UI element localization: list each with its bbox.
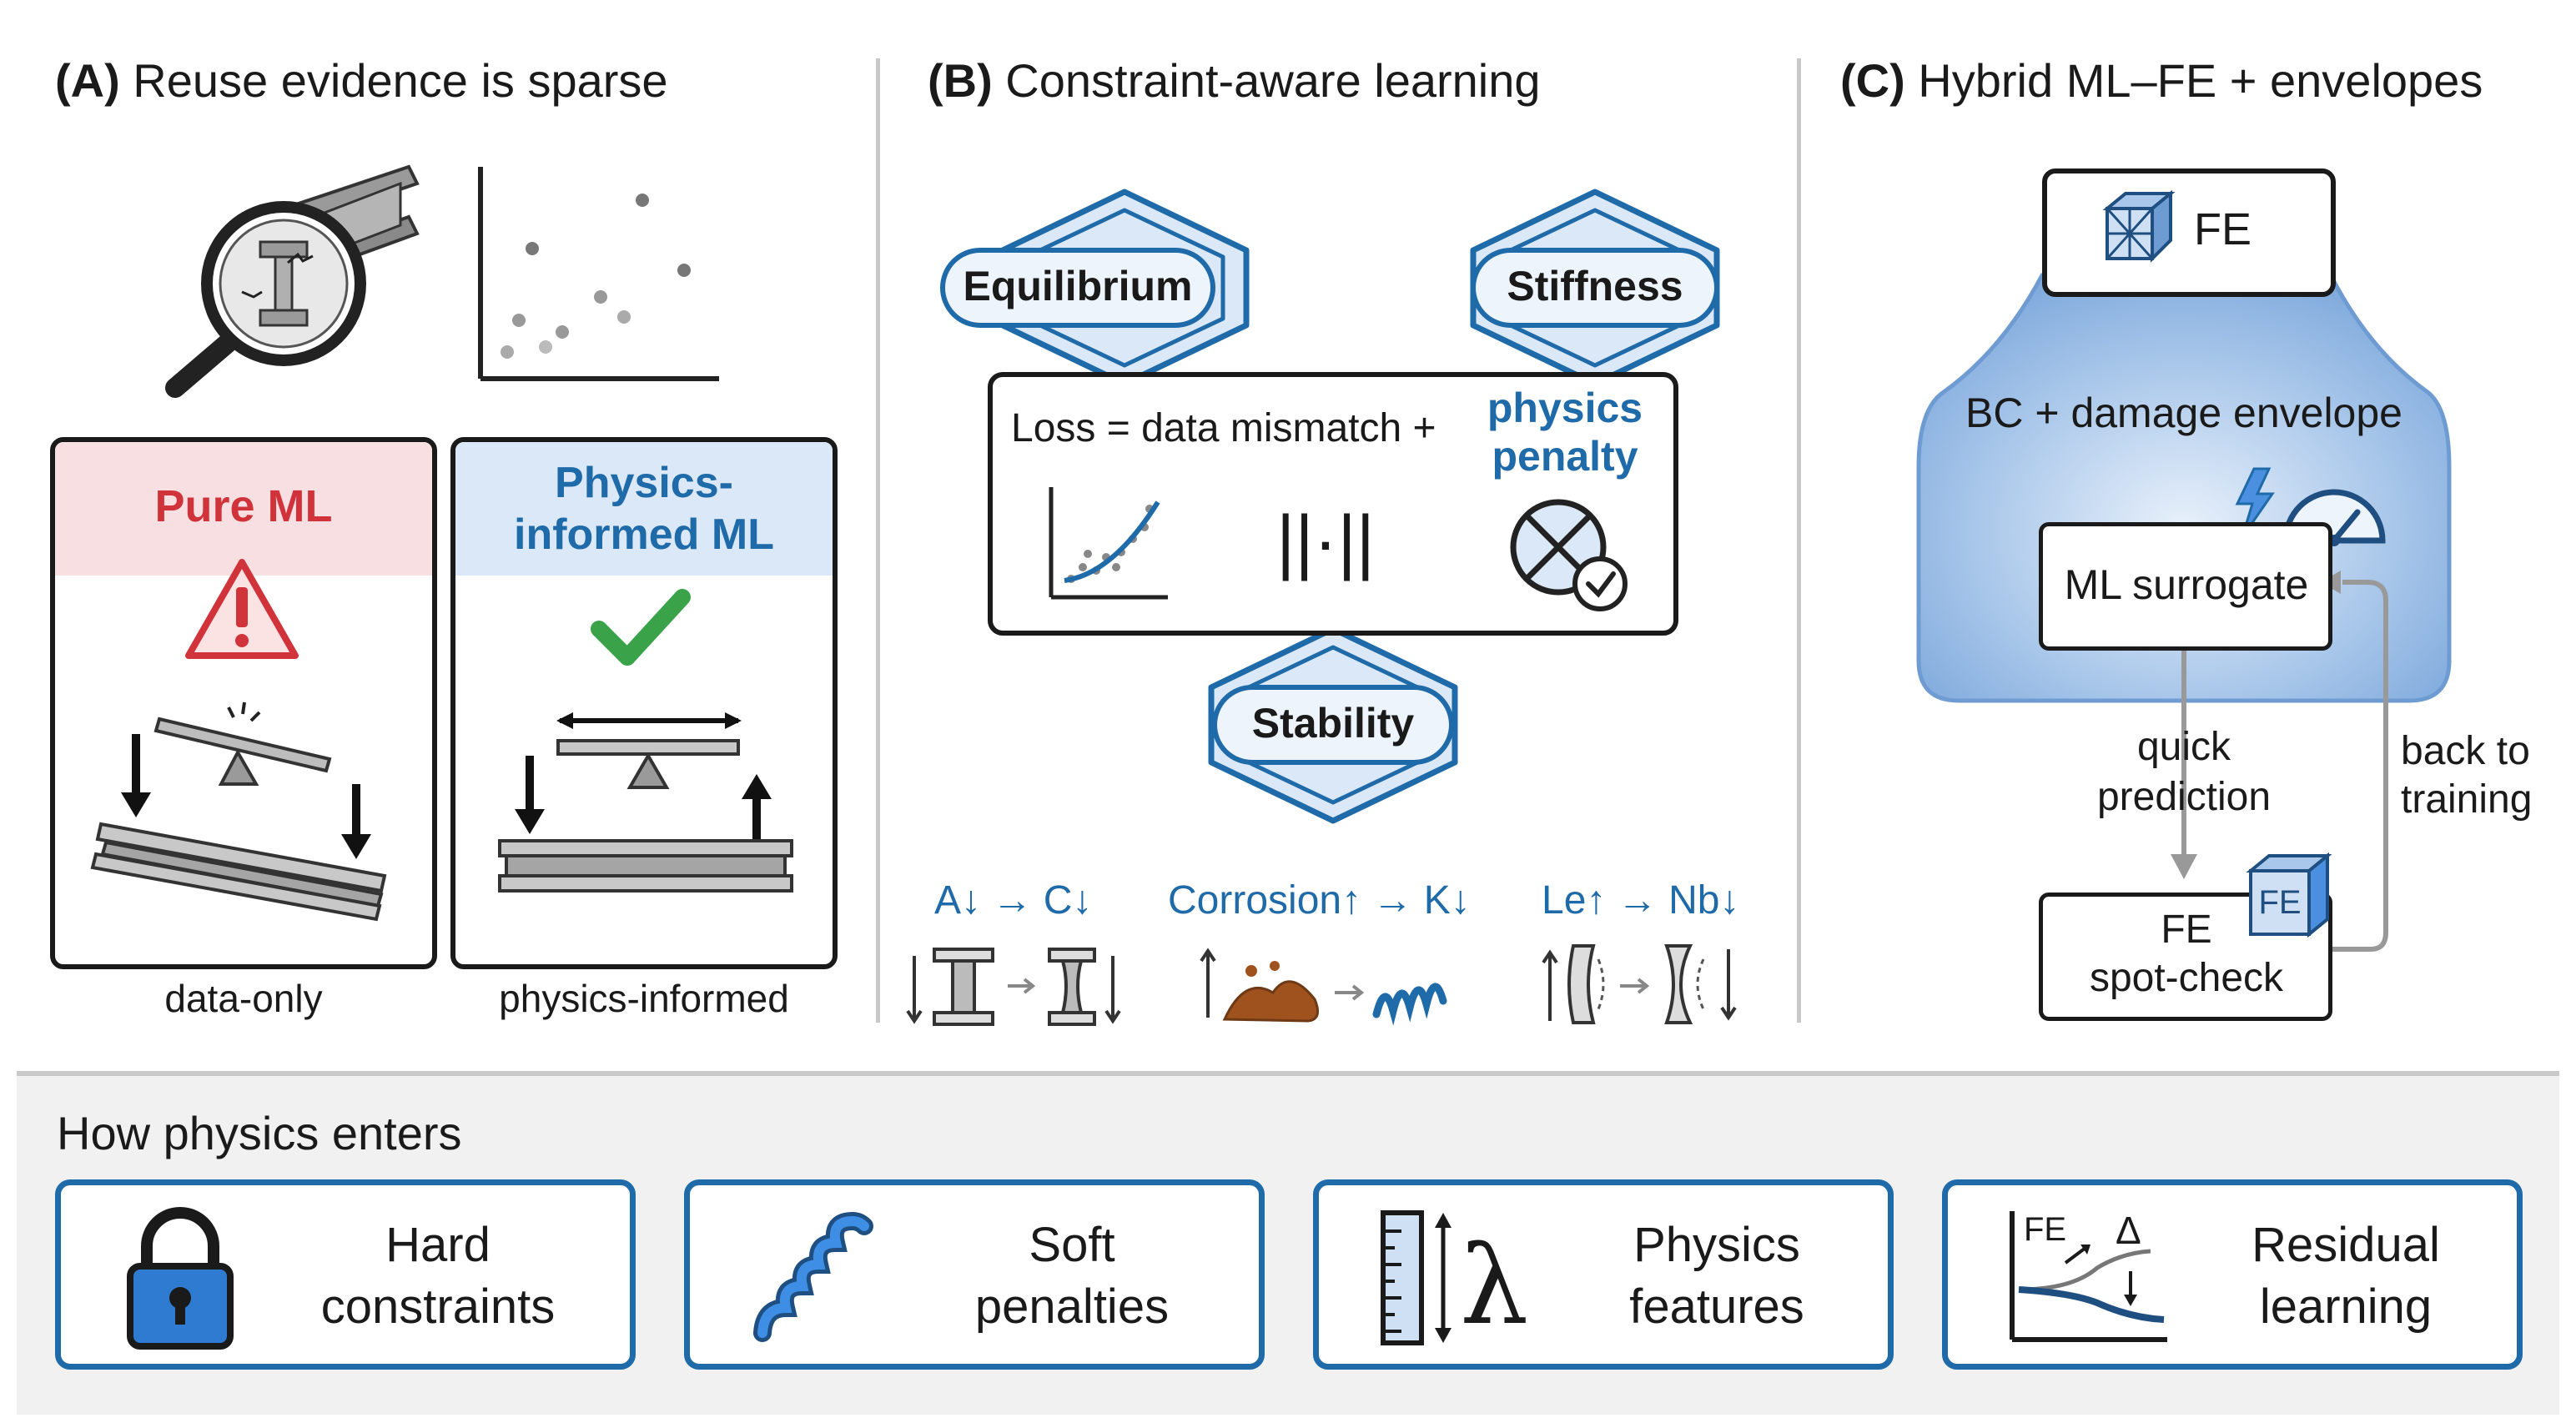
soft-penalties-label: Soft penalties bbox=[974, 1218, 1170, 1334]
physics-ml-caption: physics-informed bbox=[499, 977, 789, 1020]
no-violation-icon bbox=[1510, 499, 1628, 611]
lock-icon bbox=[127, 1207, 234, 1350]
soft-penalties-box bbox=[684, 1179, 1265, 1370]
fe-top-label: FE bbox=[2194, 204, 2252, 254]
divider-ab bbox=[876, 58, 880, 1023]
physics-penalty-label: physics penalty bbox=[1487, 385, 1643, 480]
rule-area: A↓ → C↓ bbox=[934, 878, 1093, 923]
stability-badge: Stability bbox=[1251, 700, 1415, 747]
residual-learning-label: Residual learning bbox=[2251, 1218, 2440, 1334]
residual-fe-label: FE bbox=[2024, 1211, 2067, 1248]
hard-constraints-label: Hard constraints bbox=[320, 1218, 556, 1334]
panel-a-title: (A) Reuse evidence is sparse bbox=[55, 54, 668, 107]
residual-curve-icon bbox=[2010, 1211, 2167, 1342]
unbalanced-beam-icon bbox=[90, 701, 387, 922]
physics-features-label: Physics features bbox=[1629, 1218, 1804, 1334]
panel-b-title: (B) Constraint-aware learning bbox=[928, 54, 1541, 107]
warning-icon bbox=[185, 559, 299, 659]
balanced-beam-icon bbox=[498, 712, 793, 893]
checkmark-icon bbox=[591, 589, 691, 666]
ml-surrogate-box bbox=[2039, 522, 2332, 651]
quick-prediction-label: quick prediction bbox=[2096, 725, 2272, 819]
panel-c-title: (C) Hybrid ML–FE + envelopes bbox=[1840, 54, 2483, 107]
pure-ml-header bbox=[55, 442, 432, 576]
ruler-lambda-icon: λ bbox=[1381, 1210, 1528, 1349]
envelope-label: BC + damage envelope bbox=[1965, 390, 2402, 436]
svg-text:λ: λ bbox=[1460, 1222, 1528, 1349]
equilibrium-badge: Equilibrium bbox=[963, 263, 1193, 309]
data-fit-icon bbox=[1049, 487, 1168, 600]
physics-ml-header bbox=[455, 442, 833, 576]
norm-symbol: ||·|| bbox=[1276, 501, 1375, 581]
ml-surrogate-label: ML surrogate bbox=[2064, 561, 2309, 608]
physics-ml-title: Physics- informed ML bbox=[514, 459, 774, 559]
bottom-title: How physics enters bbox=[57, 1107, 462, 1159]
section-shrink-icon bbox=[906, 948, 1121, 1026]
stiffness-badge: Stiffness bbox=[1507, 263, 1683, 309]
rule-corrosion: Corrosion↑ → K↓ bbox=[1168, 878, 1471, 923]
residual-delta-label: Δ bbox=[2116, 1209, 2141, 1252]
rule-length: Le↑ → Nb↓ bbox=[1542, 878, 1740, 923]
fe-mesh-cube-icon bbox=[2102, 189, 2176, 263]
magnifier-beam-icon bbox=[165, 164, 420, 398]
buckling-icon bbox=[1542, 944, 1737, 1024]
back-to-training-label: back to training bbox=[2401, 729, 2533, 822]
fe-cube-label: FE bbox=[2258, 884, 2302, 921]
pure-ml-card: Pure ML bbox=[50, 437, 437, 969]
fe-spot-check-label: FE spot-check bbox=[2089, 908, 2284, 1000]
fe-top-box bbox=[2042, 168, 2336, 297]
divider-bc bbox=[1797, 58, 1801, 1023]
sparse-scatter-icon bbox=[478, 167, 719, 381]
corrosion-spring-icon bbox=[1200, 948, 1447, 1026]
loss-equation: Loss = data mismatch + bbox=[1011, 406, 1447, 450]
pure-ml-caption: data-only bbox=[164, 977, 323, 1020]
fe-cube-icon bbox=[2246, 852, 2332, 938]
spring-icon bbox=[753, 1211, 873, 1342]
pure-ml-title: Pure ML bbox=[154, 481, 333, 531]
